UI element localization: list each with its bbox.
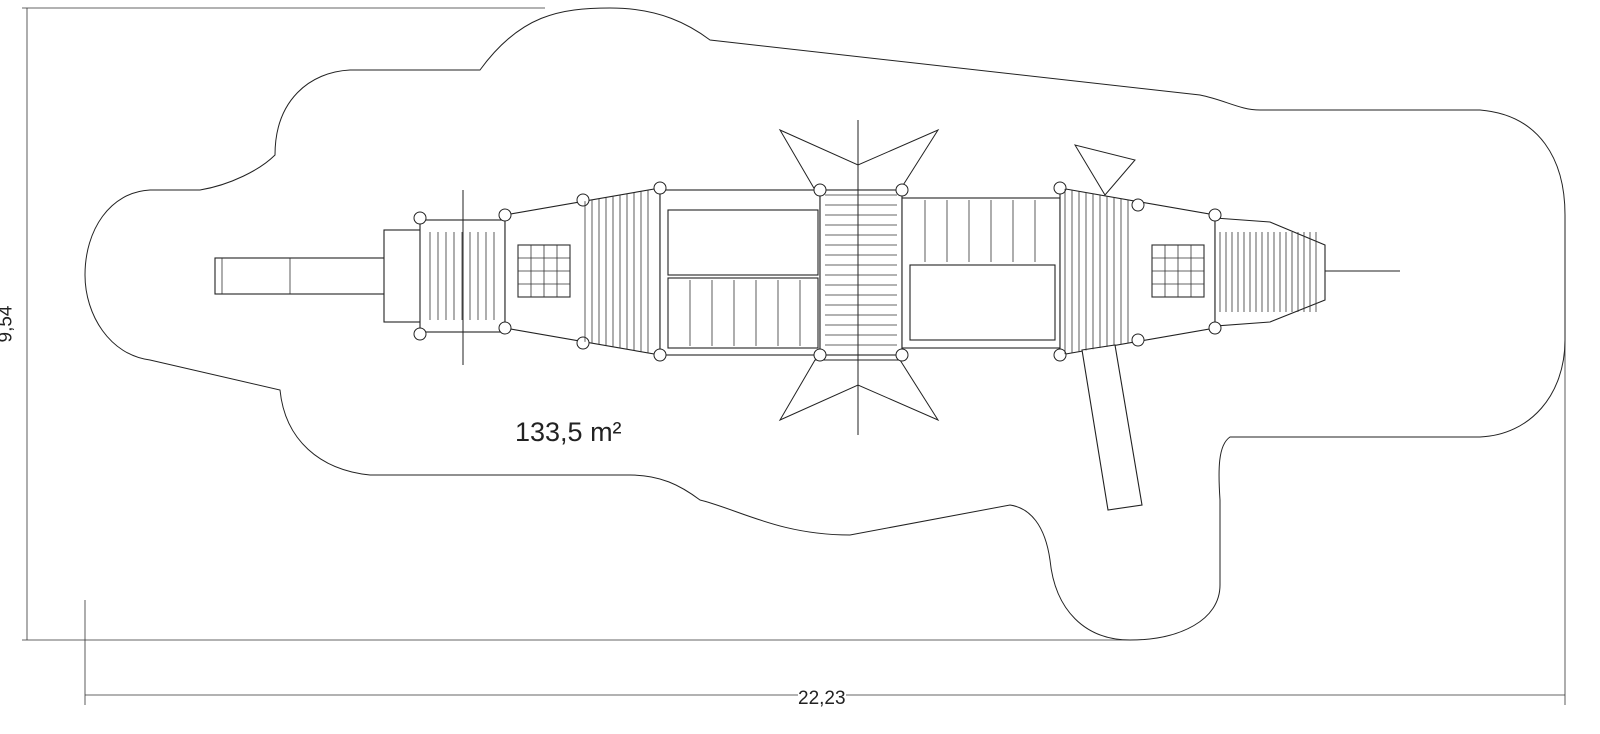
post [1208, 321, 1222, 335]
post [1053, 181, 1067, 195]
post [1131, 333, 1145, 347]
slide-left [214, 257, 386, 295]
post [576, 193, 590, 207]
post [1053, 348, 1067, 362]
dimension-lines [22, 7, 1566, 705]
post [1131, 198, 1145, 212]
post [1208, 208, 1222, 222]
post [895, 183, 909, 197]
area-label: 133,5 m² [515, 417, 622, 447]
height-dimension-label: 9,54 [0, 305, 17, 343]
post [895, 348, 909, 362]
mast-nets [778, 120, 940, 435]
bow [1214, 217, 1326, 327]
post [413, 211, 427, 225]
safety-area-outline [84, 7, 1566, 641]
post [813, 183, 827, 197]
stern-tower [383, 190, 506, 365]
post [413, 327, 427, 341]
slide-right [1081, 344, 1143, 511]
post [813, 348, 827, 362]
middle-section [659, 189, 1061, 356]
front-net [1073, 144, 1136, 196]
width-dimension-label: 22,23 [798, 688, 846, 710]
post [653, 348, 667, 362]
post [498, 321, 512, 335]
post [653, 181, 667, 195]
post [498, 208, 512, 222]
post [576, 336, 590, 350]
